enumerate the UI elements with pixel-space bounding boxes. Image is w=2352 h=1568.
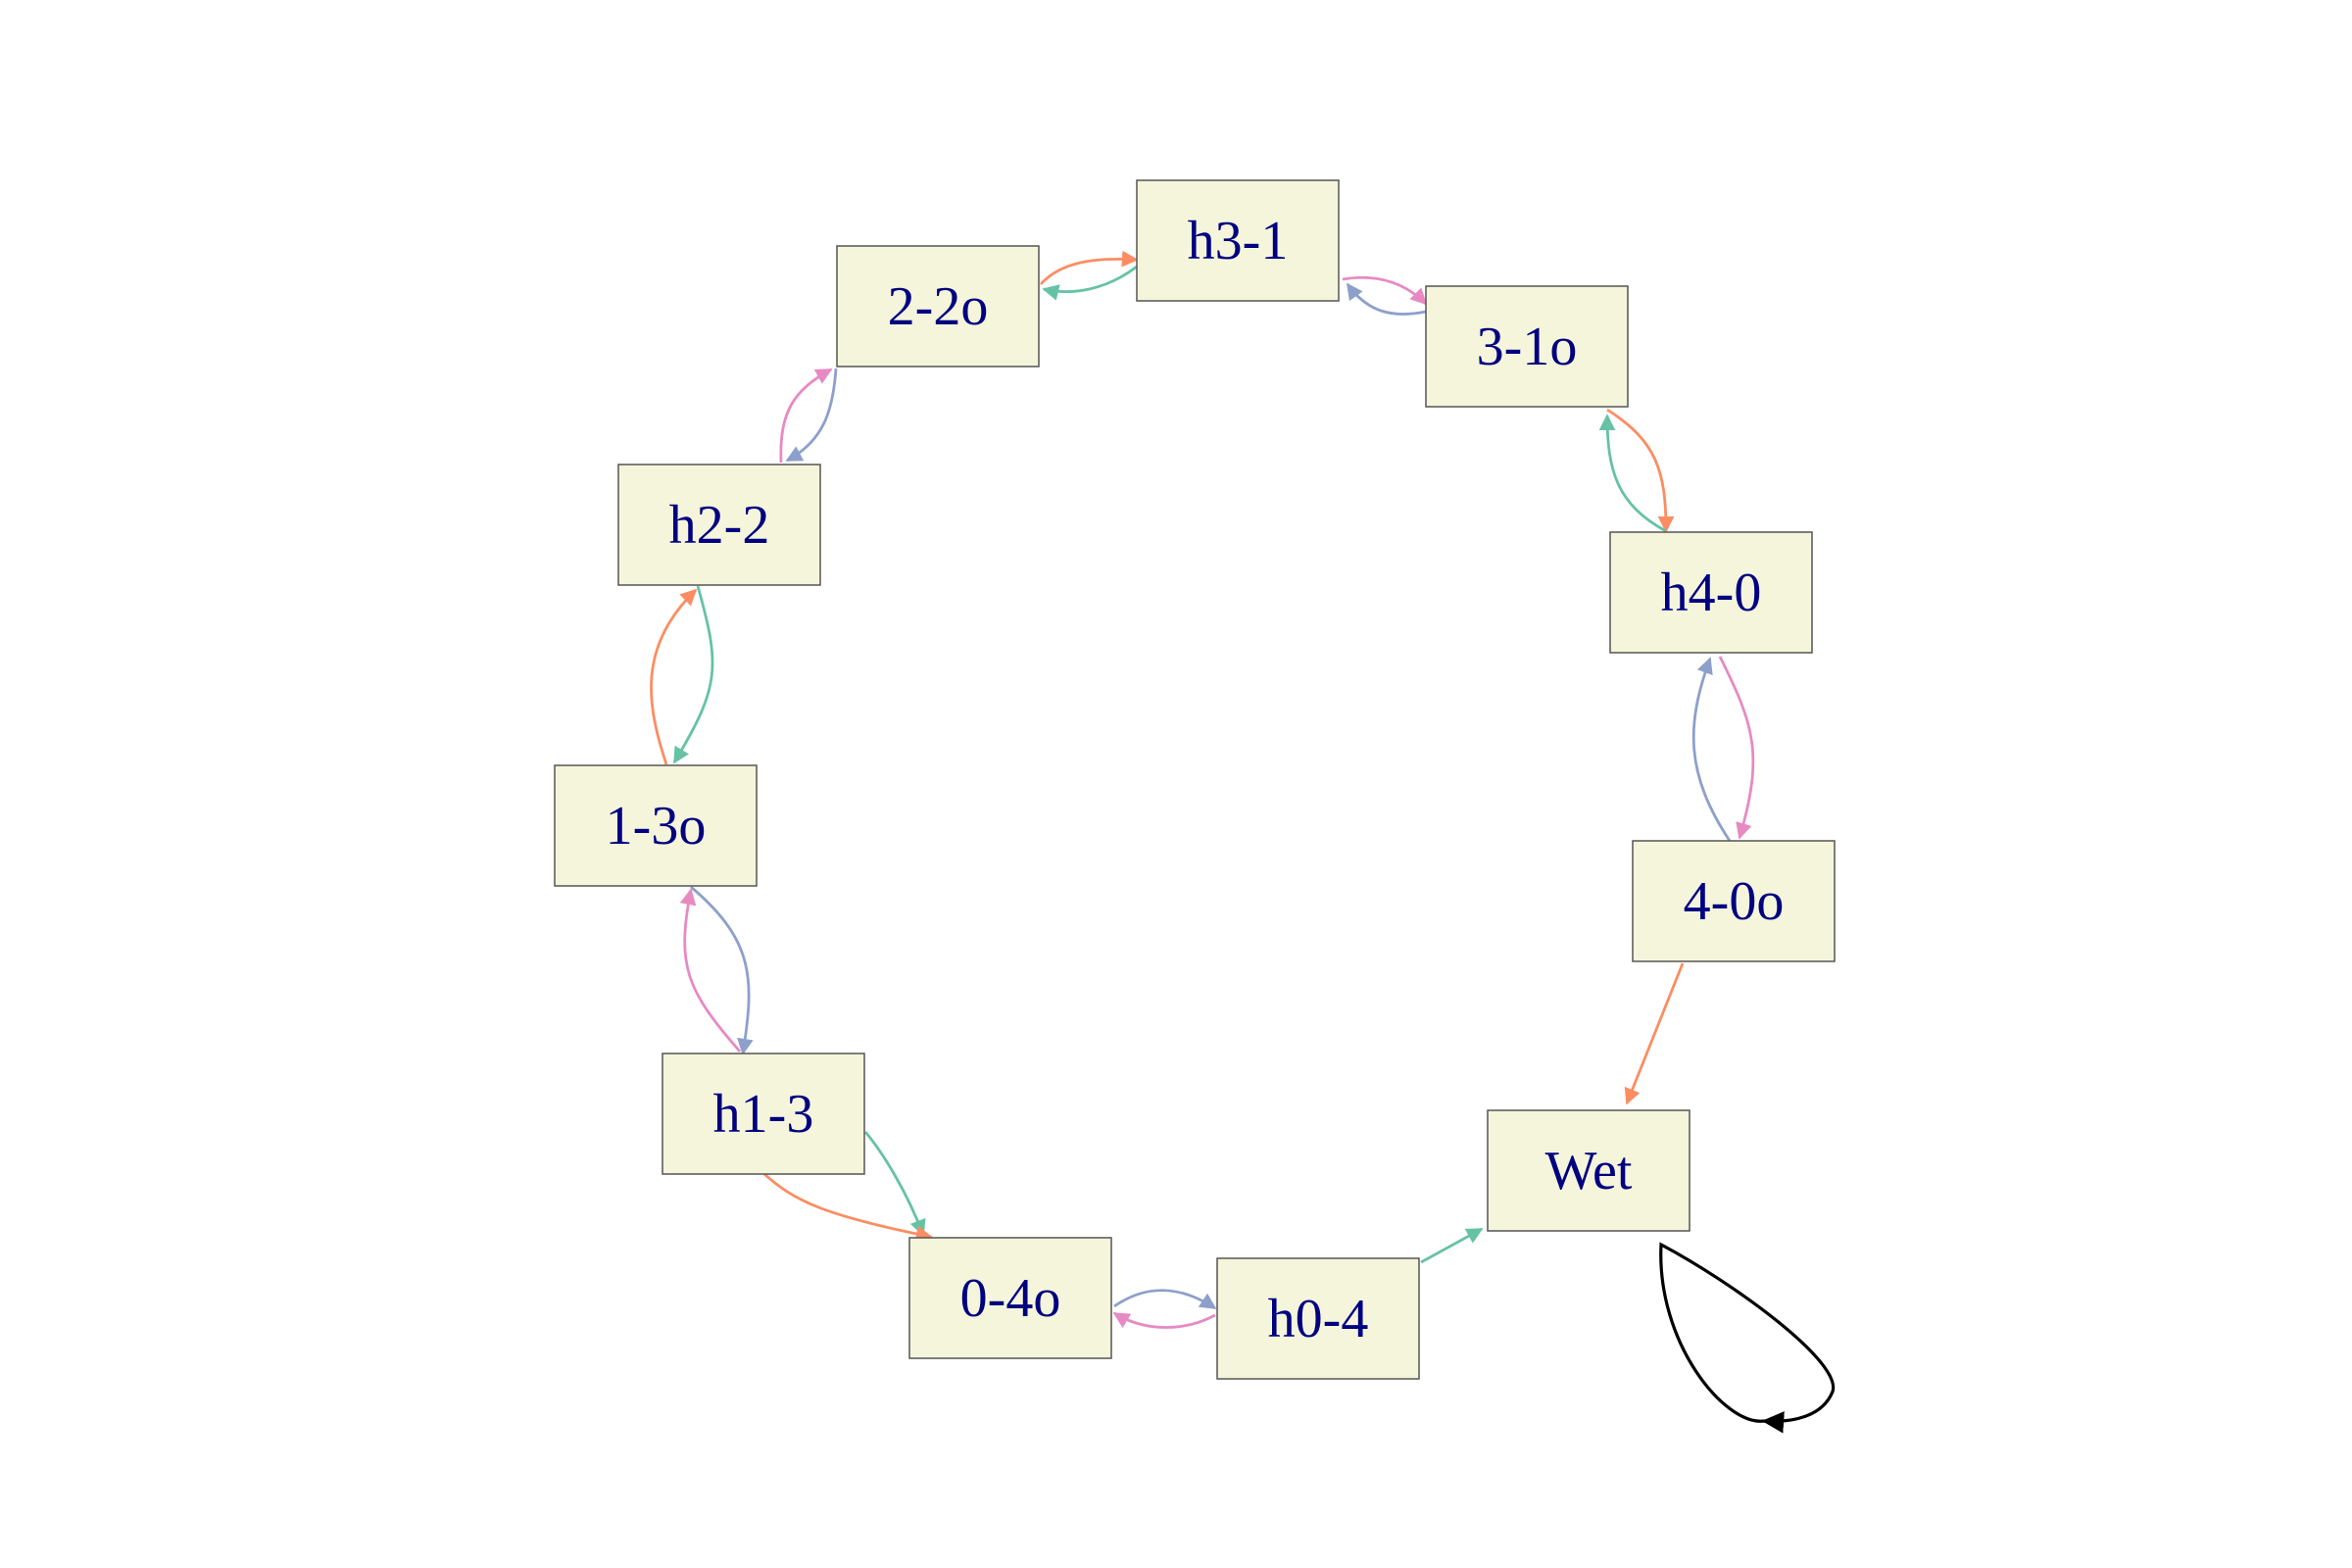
edge-h2-2-to-1-3o: [672, 585, 714, 764]
node-h2-2[interactable]: h2-2: [617, 464, 821, 586]
edge-wet-self-loop: [1659, 1242, 1836, 1434]
node-2-2o[interactable]: 2-2o: [836, 245, 1040, 368]
node-label: Wet: [1545, 1141, 1633, 1201]
node-label: 2-2o: [888, 276, 989, 337]
node-1-3o[interactable]: 1-3o: [554, 764, 758, 887]
edge-1-3o-to-h2-2: [650, 588, 698, 765]
node-label: 1-3o: [606, 796, 707, 857]
edge-h3-1-to-3-1o: [1342, 275, 1428, 306]
edge-3-1o-to-h3-1: [1346, 282, 1427, 316]
node-label: 0-4o: [960, 1268, 1061, 1329]
node-label: 3-1o: [1477, 317, 1578, 377]
edge-2-2o-to-h3-1: [1039, 250, 1139, 285]
edge-h1-3-to-0-4o-orange: [763, 1172, 933, 1243]
node-label: h1-3: [713, 1084, 814, 1145]
edge-h3-1-to-2-2o: [1042, 265, 1138, 301]
node-h3-1[interactable]: h3-1: [1136, 179, 1340, 302]
edge-2-2o-to-h2-2: [785, 368, 838, 463]
edge-4-0o-to-wet: [1624, 962, 1685, 1105]
node-h1-3[interactable]: h1-3: [662, 1053, 865, 1175]
node-label: h3-1: [1188, 211, 1289, 271]
node-label: 4-0o: [1684, 871, 1785, 932]
node-4-0o[interactable]: 4-0o: [1632, 840, 1836, 962]
edge-1-3o-to-h1-3: [690, 885, 754, 1055]
node-label: h2-2: [669, 495, 770, 556]
node-h0-4[interactable]: h0-4: [1216, 1257, 1420, 1380]
edge-4-0o-to-h4-0: [1691, 657, 1732, 842]
edge-h4-0-to-3-1o: [1598, 414, 1667, 533]
node-label: h0-4: [1268, 1289, 1369, 1349]
node-0-4o[interactable]: 0-4o: [908, 1237, 1112, 1359]
edge-0-4o-to-h0-4: [1113, 1289, 1217, 1310]
edge-h2-2-to-2-2o: [779, 368, 833, 464]
edge-h4-0-to-4-0o: [1718, 656, 1755, 840]
edge-h1-3-to-0-4o-green: [863, 1131, 926, 1237]
node-wet[interactable]: Wet: [1487, 1109, 1690, 1232]
node-label: h4-0: [1661, 563, 1762, 623]
edge-h0-4-to-wet: [1420, 1227, 1484, 1264]
edges: [650, 250, 1836, 1434]
node-h4-0[interactable]: h4-0: [1609, 531, 1813, 654]
nodes: h3-1 2-2o 3-1o h2-2 h4-0 1-3o 4-0o h1-3: [554, 179, 1836, 1380]
edge-3-1o-to-h4-0: [1606, 408, 1675, 533]
edge-h0-4-to-0-4o: [1112, 1311, 1216, 1329]
node-3-1o[interactable]: 3-1o: [1425, 285, 1629, 408]
edge-h1-3-to-1-3o: [679, 888, 742, 1053]
